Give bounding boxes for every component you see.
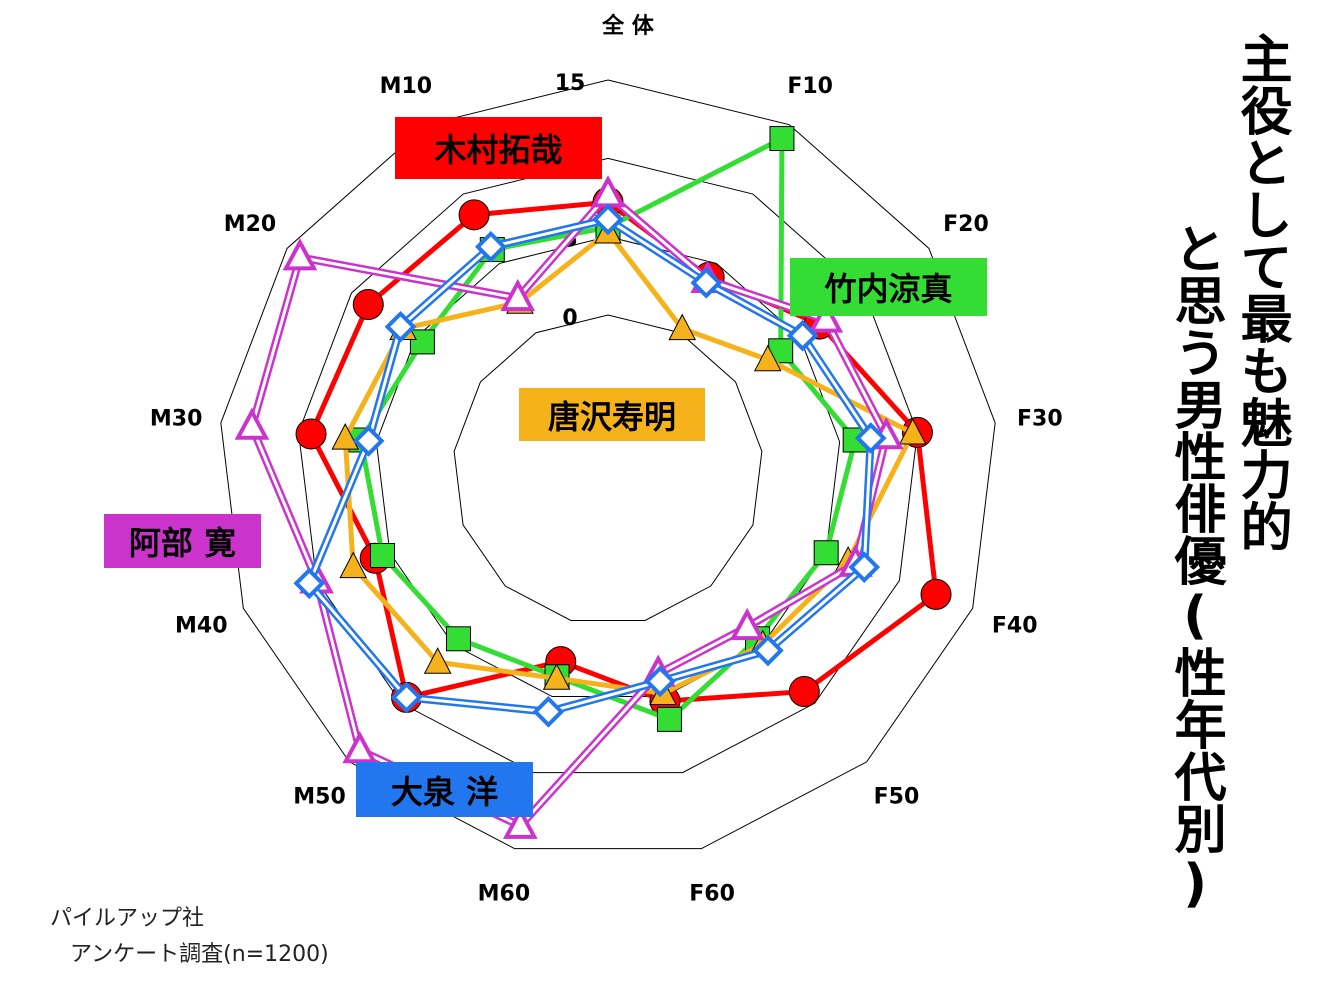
axis-label: M40 xyxy=(175,613,228,638)
axis-label: M10 xyxy=(380,74,433,99)
tick-label: 15 xyxy=(555,71,586,96)
grid-ring xyxy=(298,157,918,774)
axis-label: F60 xyxy=(689,881,735,906)
series-line-inner xyxy=(250,192,888,828)
axis-label: F50 xyxy=(874,785,920,810)
data-point xyxy=(370,543,396,569)
data-point xyxy=(474,230,507,263)
credit-company: パイルアップ社 xyxy=(50,906,205,931)
series-group xyxy=(293,203,887,728)
axis-label: M60 xyxy=(478,881,531,906)
data-point xyxy=(786,319,819,352)
data-point xyxy=(668,313,697,341)
data-point xyxy=(500,278,536,312)
data-point xyxy=(592,203,624,236)
legend-label-karasawa: 唐沢寿明 xyxy=(519,388,705,441)
data-point xyxy=(409,329,435,355)
data-point xyxy=(752,634,784,667)
data-point xyxy=(848,551,881,584)
legend-label-kimura: 木村拓哉 xyxy=(395,117,602,179)
data-point xyxy=(384,310,417,343)
data-point xyxy=(293,567,326,600)
series-line-inner xyxy=(307,217,873,714)
data-point xyxy=(788,676,820,708)
series-layer xyxy=(234,126,952,839)
data-point xyxy=(808,300,844,333)
data-point xyxy=(352,289,384,321)
data-point xyxy=(352,425,385,457)
data-point xyxy=(390,681,423,714)
grid-ring xyxy=(453,314,763,621)
axis-label: M50 xyxy=(293,785,346,810)
data-point xyxy=(898,417,927,445)
data-point xyxy=(920,578,952,610)
data-point xyxy=(542,663,571,690)
axis-label: F10 xyxy=(787,74,833,99)
data-point xyxy=(769,126,795,152)
legend-label-abe: 阿部 寛 xyxy=(104,514,261,568)
data-point xyxy=(331,423,360,450)
data-point xyxy=(445,626,471,652)
data-point xyxy=(458,199,490,231)
data-point xyxy=(729,607,765,641)
axis-label: M30 xyxy=(150,407,203,432)
credit-survey: アンケート調査(n=1200) xyxy=(70,942,329,967)
data-point xyxy=(339,551,368,579)
axis-label: M20 xyxy=(224,212,277,237)
data-point xyxy=(644,665,676,698)
chart-title-line2: と思う男性俳優(性年代別) xyxy=(1165,222,1226,914)
chart-title-line1: 主役として最も魅力的 xyxy=(1231,32,1292,552)
legend-label-takeuchi: 竹内涼真 xyxy=(790,258,987,316)
data-point xyxy=(502,806,538,839)
tick-label: 0 xyxy=(562,306,577,331)
legend-label-oizumi: 大泉 洋 xyxy=(356,762,533,817)
data-point xyxy=(532,695,565,728)
axis-label: F20 xyxy=(943,212,989,237)
data-point xyxy=(234,407,270,440)
data-point xyxy=(690,266,723,299)
axis-label: F30 xyxy=(1017,407,1063,432)
data-point xyxy=(813,540,839,566)
axis-label: 全 体 xyxy=(601,13,655,39)
data-point xyxy=(295,418,327,450)
axis-label: F40 xyxy=(992,613,1038,638)
data-point xyxy=(423,647,452,674)
data-point xyxy=(656,706,682,732)
data-point xyxy=(282,238,318,271)
data-point xyxy=(854,422,887,454)
data-point xyxy=(753,344,782,372)
data-point xyxy=(342,730,378,764)
